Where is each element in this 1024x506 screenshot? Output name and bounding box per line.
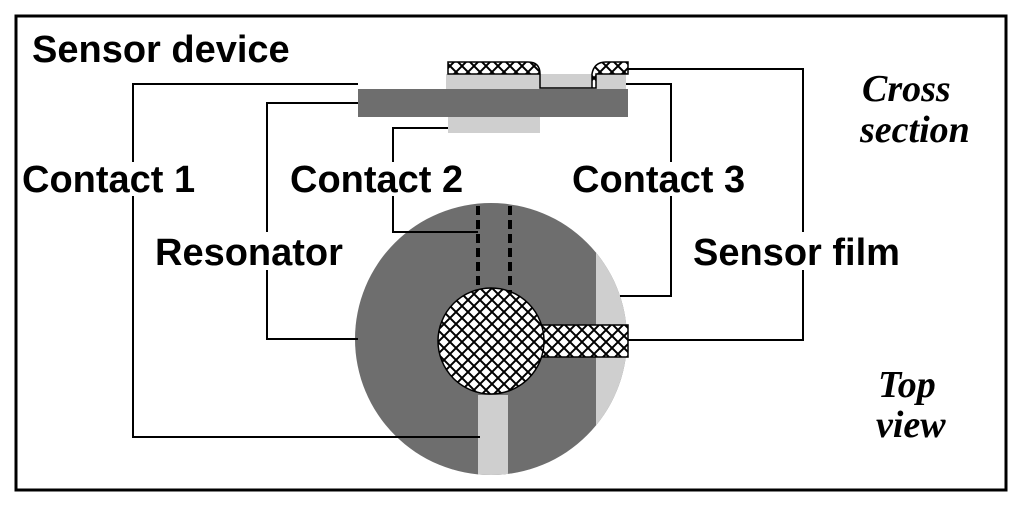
connection-wires (132, 68, 804, 438)
wire-contact-2 (392, 127, 448, 162)
wire-resonator-lower (266, 270, 358, 340)
wire-resonator (266, 102, 358, 232)
wire-contact-1-lower (132, 196, 480, 438)
resonator-label: Resonator (155, 232, 343, 274)
cross-section-top-electrode (446, 74, 626, 90)
sensor-film-label: Sensor film (693, 232, 900, 274)
contact-2-label: Contact 2 (290, 159, 463, 201)
contact-1-label: Contact 1 (22, 159, 195, 201)
wire-contact-3-lower (620, 196, 672, 297)
wire-sensor-film-lower (628, 270, 804, 341)
wire-sensor-film (628, 68, 804, 232)
contact-3-label: Contact 3 (572, 159, 745, 201)
top-view-label-line2: view (876, 404, 946, 446)
cross-section-label-line2: section (859, 109, 970, 151)
top-view-label-line1: Top (878, 364, 936, 406)
wire-contact-3 (626, 83, 672, 162)
top-view-sensor-film-center (437, 287, 545, 395)
top-view (355, 203, 629, 475)
cross-section-label-line1: Cross (862, 68, 951, 110)
top-view-electrode-bottom (478, 395, 508, 475)
cross-section-bottom-electrode (448, 117, 540, 133)
cross-section-resonator (358, 89, 628, 117)
wire-contact-1 (132, 83, 358, 162)
wire-contact-2-lower (392, 196, 478, 233)
diagram-title: Sensor device (32, 29, 290, 71)
cross-section (358, 61, 629, 133)
